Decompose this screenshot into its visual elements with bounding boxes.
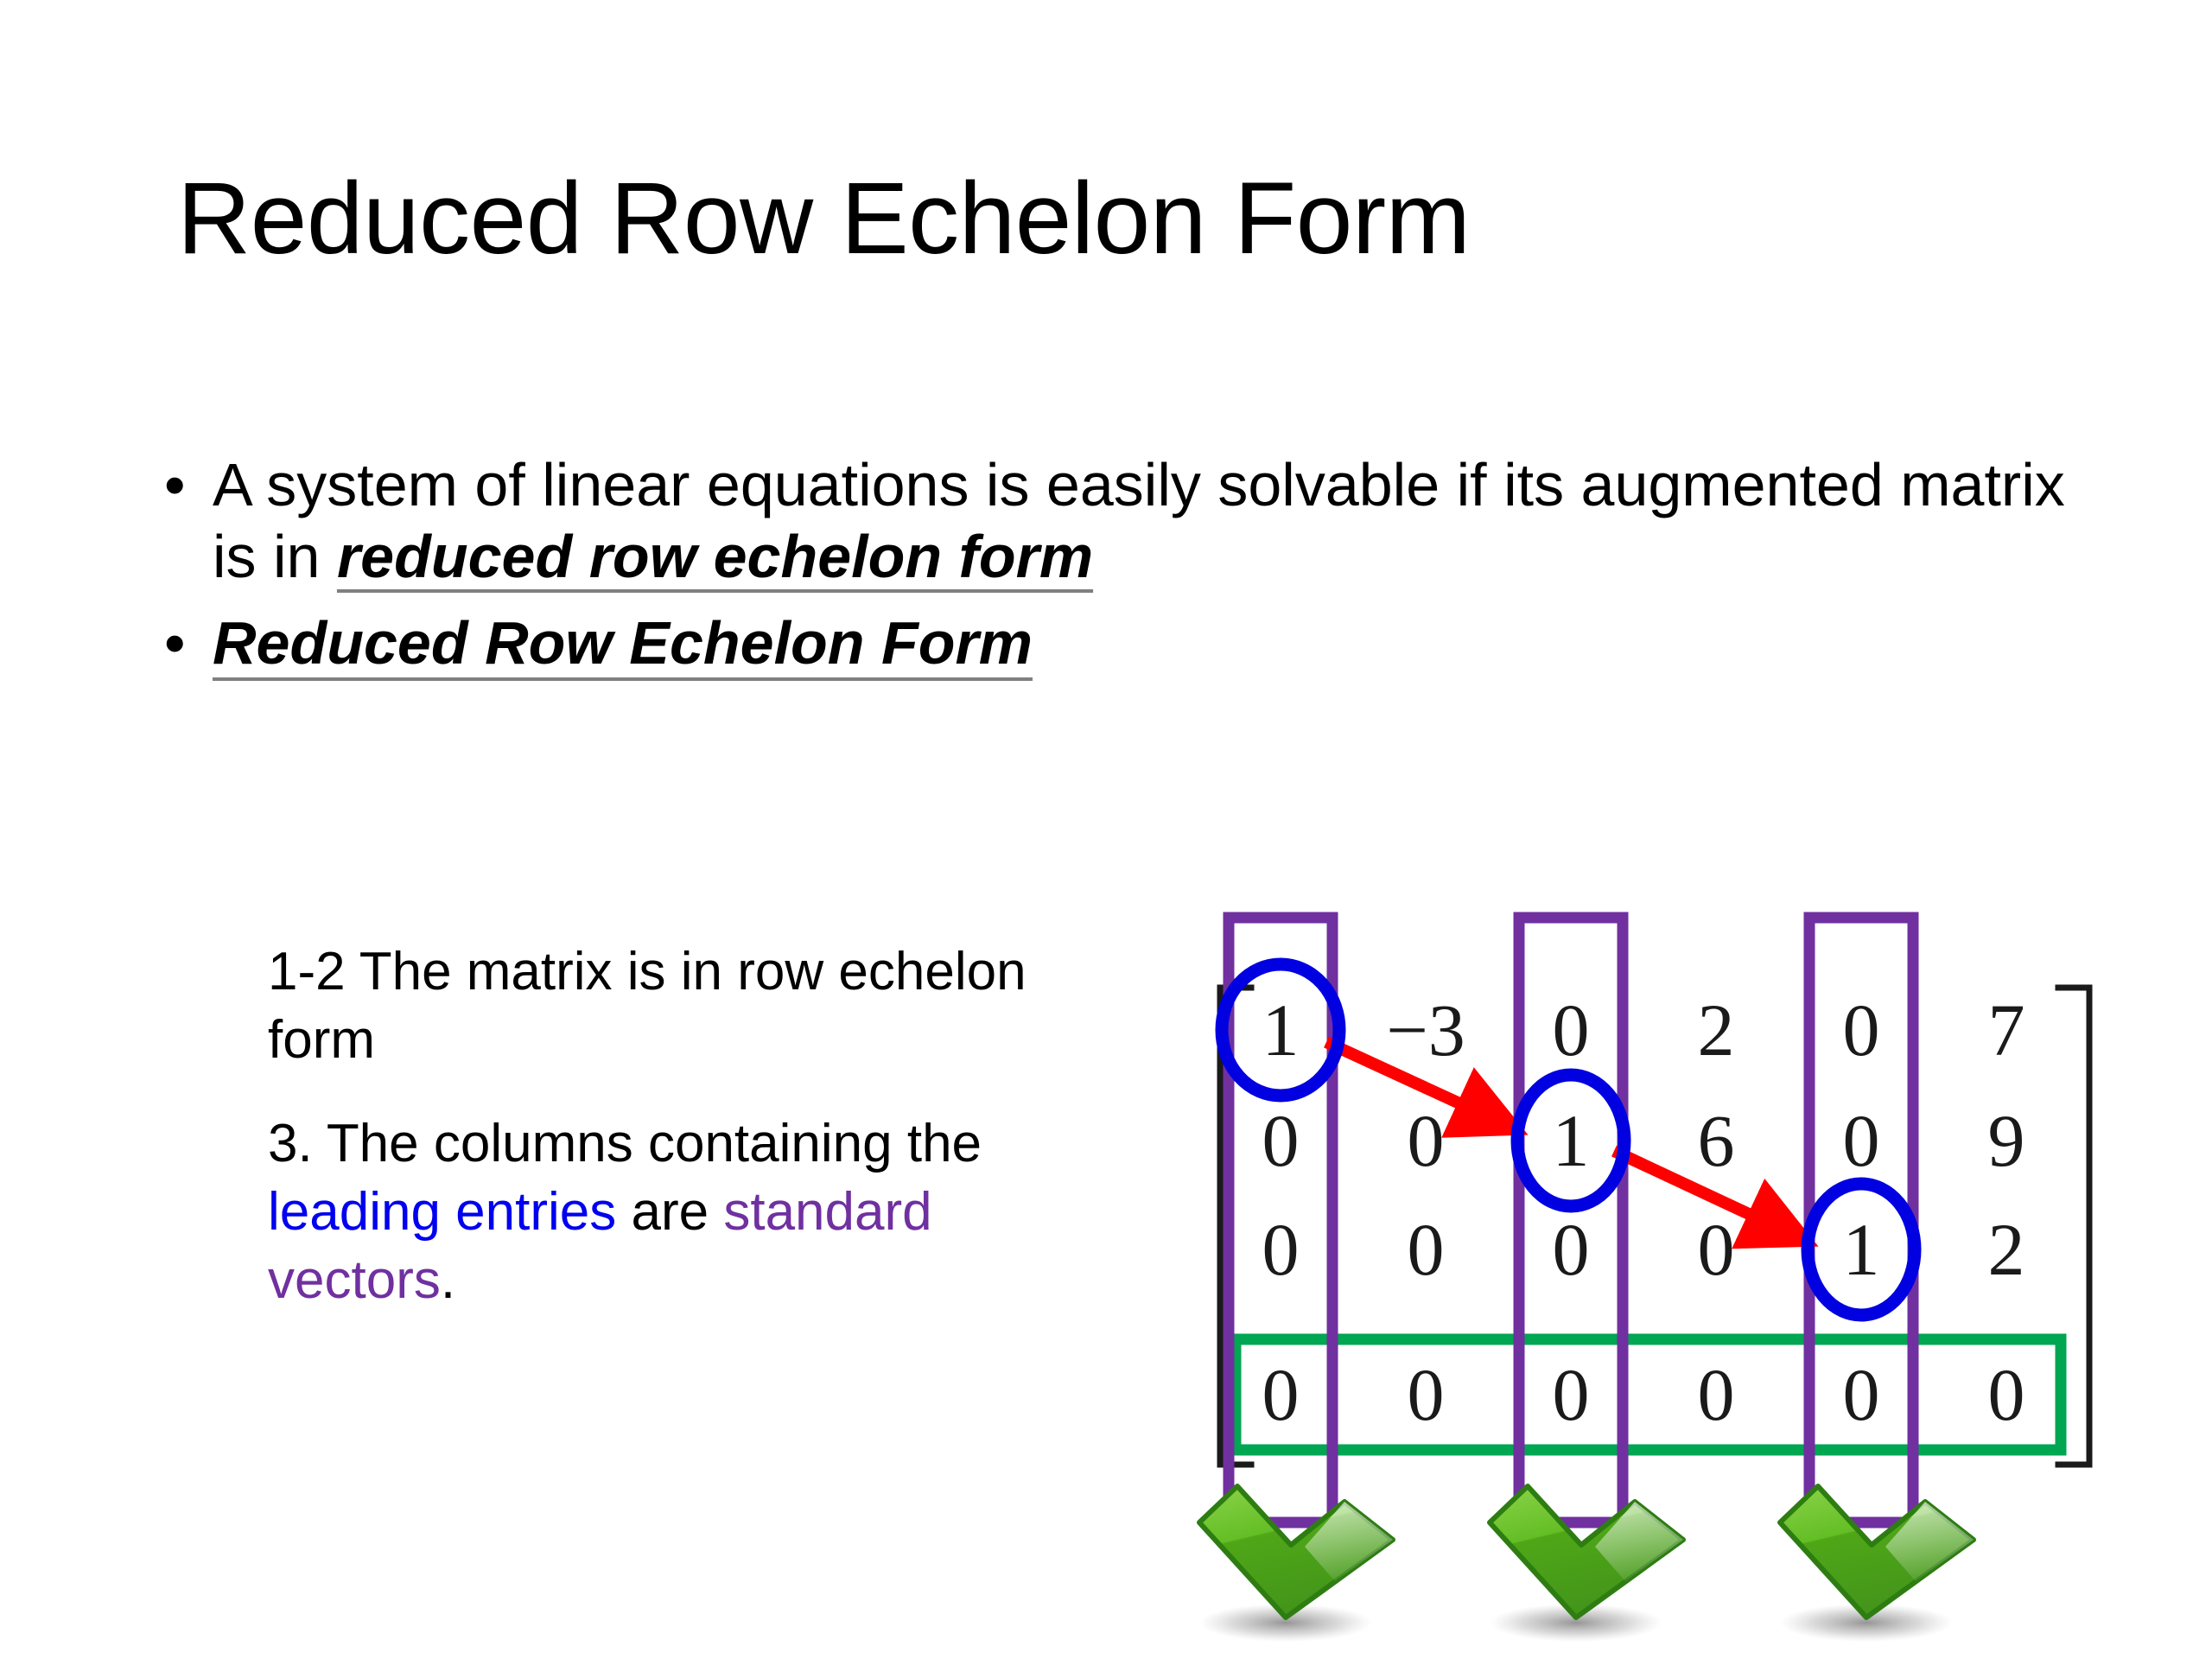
matrix-cell-r1c3: 0 [1552, 988, 1590, 1071]
matrix-cell-r4c5: 0 [1842, 1353, 1880, 1436]
standard-vectors-keyword: standard vectors [268, 1182, 932, 1311]
matrix-cell-r1c2: −3 [1386, 988, 1465, 1071]
matrix-cell-r3c4: 0 [1697, 1208, 1735, 1291]
leading-entry-circle-2 [1510, 1068, 1631, 1213]
checkmark-icon-3 [1777, 1484, 1976, 1642]
bullet-marker-icon: • [164, 609, 186, 677]
matrix-cell-r4c3: 0 [1552, 1353, 1590, 1436]
page-title: Reduced Row Echelon Form [177, 162, 1471, 276]
matrix-cell-r2c5: 0 [1842, 1099, 1880, 1182]
matrix-bracket-right [2055, 984, 2093, 1468]
explanation-p2-part3: . [440, 1250, 456, 1311]
matrix-cell-r3c6: 2 [1987, 1208, 2025, 1291]
bullet-text-2: Reduced Row Echelon Form [213, 607, 2117, 679]
matrix-cell-r2c2: 0 [1407, 1099, 1445, 1182]
bullet-item-2: • Reduced Row Echelon Form [164, 607, 2117, 679]
matrix-cell-r3c2: 0 [1407, 1208, 1445, 1291]
matrix-cell-r3c5: 1 [1842, 1208, 1880, 1291]
leading-entry-arrow-2 [1611, 1145, 1819, 1249]
explanation-block: 1-2 The matrix is in row echelon form 3.… [268, 938, 1097, 1350]
matrix-cell-r1c4: 2 [1697, 988, 1735, 1071]
matrix-cell-r1c1: 1 [1262, 988, 1300, 1071]
matrix-figure: 1 −3 0 2 0 7 0 0 1 6 0 9 0 0 0 0 1 2 0 0… [1184, 881, 2152, 1642]
matrix-cell-r2c6: 9 [1987, 1099, 2025, 1182]
checkmark-icon-2 [1487, 1484, 1686, 1642]
explanation-paragraph-1: 1-2 The matrix is in row echelon form [268, 938, 1097, 1075]
matrix-cell-r2c4: 6 [1697, 1099, 1735, 1182]
matrix-cell-r4c4: 0 [1697, 1353, 1735, 1436]
matrix-cell-r2c1: 0 [1262, 1099, 1300, 1182]
explanation-p2-part2: are [616, 1182, 724, 1243]
leading-entry-arrow-1 [1324, 1036, 1529, 1138]
matrix-cell-r3c1: 0 [1262, 1208, 1300, 1291]
matrix-cell-r4c2: 0 [1407, 1353, 1445, 1436]
bullet-list: • A system of linear equations is easily… [164, 449, 2117, 695]
checkmark-icon-1 [1197, 1484, 1395, 1642]
matrix-cell-r3c3: 0 [1552, 1208, 1590, 1291]
matrix-cell-r2c3: 1 [1552, 1099, 1590, 1182]
bullet-marker-icon: • [164, 451, 186, 518]
bullet-item-1: • A system of linear equations is easily… [164, 449, 2117, 592]
bullet-1-lead: A system of linear equations is easily s… [213, 451, 2065, 590]
bullet-1-emphasis: reduced row echelon form [336, 522, 1094, 590]
matrix-cell-r1c6: 7 [1987, 988, 2025, 1071]
bullet-2-emphasis: Reduced Row Echelon Form [213, 609, 1033, 677]
leading-entries-keyword: leading entries [268, 1182, 617, 1243]
matrix-diagram-svg [1197, 912, 2093, 1642]
bullet-text-1: A system of linear equations is easily s… [213, 449, 2117, 592]
explanation-p2-part1: 3. The columns containing the [268, 1113, 982, 1173]
leading-entry-circle-3 [1801, 1177, 1922, 1322]
pivot-column-box-2 [1513, 912, 1629, 1529]
zero-row-highlight-box [1230, 1333, 2067, 1456]
matrix-cell-r4c6: 0 [1987, 1353, 2025, 1436]
matrix-cell-r4c1: 0 [1262, 1353, 1300, 1436]
matrix-cell-r1c5: 0 [1842, 988, 1880, 1071]
explanation-paragraph-2: 3. The columns containing the leading en… [268, 1109, 1097, 1315]
explanation-paragraph-1-text: 1-2 The matrix is in row echelon form [268, 942, 1027, 1071]
pivot-column-box-1 [1223, 912, 1338, 1529]
leading-entry-circle-1 [1215, 957, 1346, 1103]
